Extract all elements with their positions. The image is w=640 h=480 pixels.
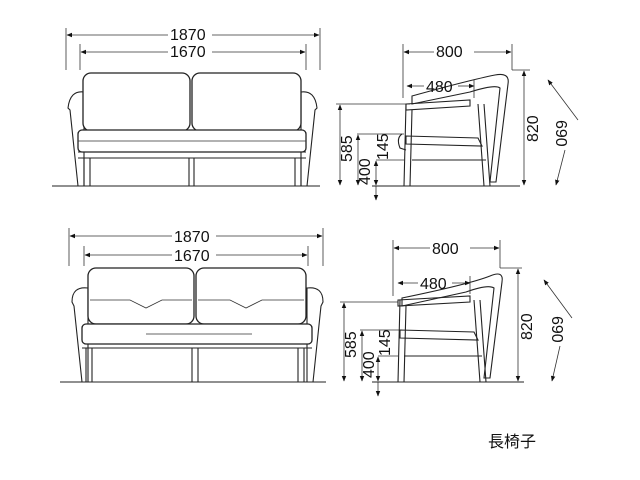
top-arm-height-label: 585 (339, 135, 356, 162)
bottom-back-height-label: 820 (519, 313, 536, 340)
top-front-dimensions: 1870 1670 585 400 (65, 27, 410, 186)
bottom-seat-height-label: 400 (361, 351, 378, 378)
top-depth-label: 800 (436, 44, 463, 61)
top-arm-offset-label: 145 (375, 133, 392, 160)
bottom-seat-depth-label: 480 (420, 276, 447, 293)
bottom-side-dimensions: 800 480 145 820 690 (375, 240, 573, 397)
bottom-arm-height-label: 585 (343, 331, 360, 358)
bottom-seat-width-label: 1670 (174, 248, 210, 265)
bottom-depth-label: 800 (432, 241, 459, 258)
top-seat-height-label: 400 (357, 158, 374, 185)
caption-label: 長椅子 (488, 432, 537, 451)
top-seat-depth-label: 480 (426, 79, 453, 96)
bottom-overall-width-label: 1870 (174, 229, 210, 246)
bottom-side-view (372, 273, 524, 383)
top-front-view (52, 72, 320, 187)
top-overall-width-label: 1870 (170, 27, 206, 44)
top-side-dimensions: 800 480 145 820 690 (373, 44, 579, 201)
bottom-diagonal-label: 690 (548, 316, 565, 343)
top-diagonal-label: 690 (552, 120, 569, 147)
bottom-front-dimensions: 1870 1670 585 400 (68, 228, 402, 382)
bottom-arm-offset-label: 145 (377, 329, 394, 356)
top-side-view (372, 73, 520, 187)
bottom-front-view (60, 267, 326, 383)
top-seat-width-label: 1670 (170, 44, 206, 61)
top-back-height-label: 820 (525, 115, 542, 142)
